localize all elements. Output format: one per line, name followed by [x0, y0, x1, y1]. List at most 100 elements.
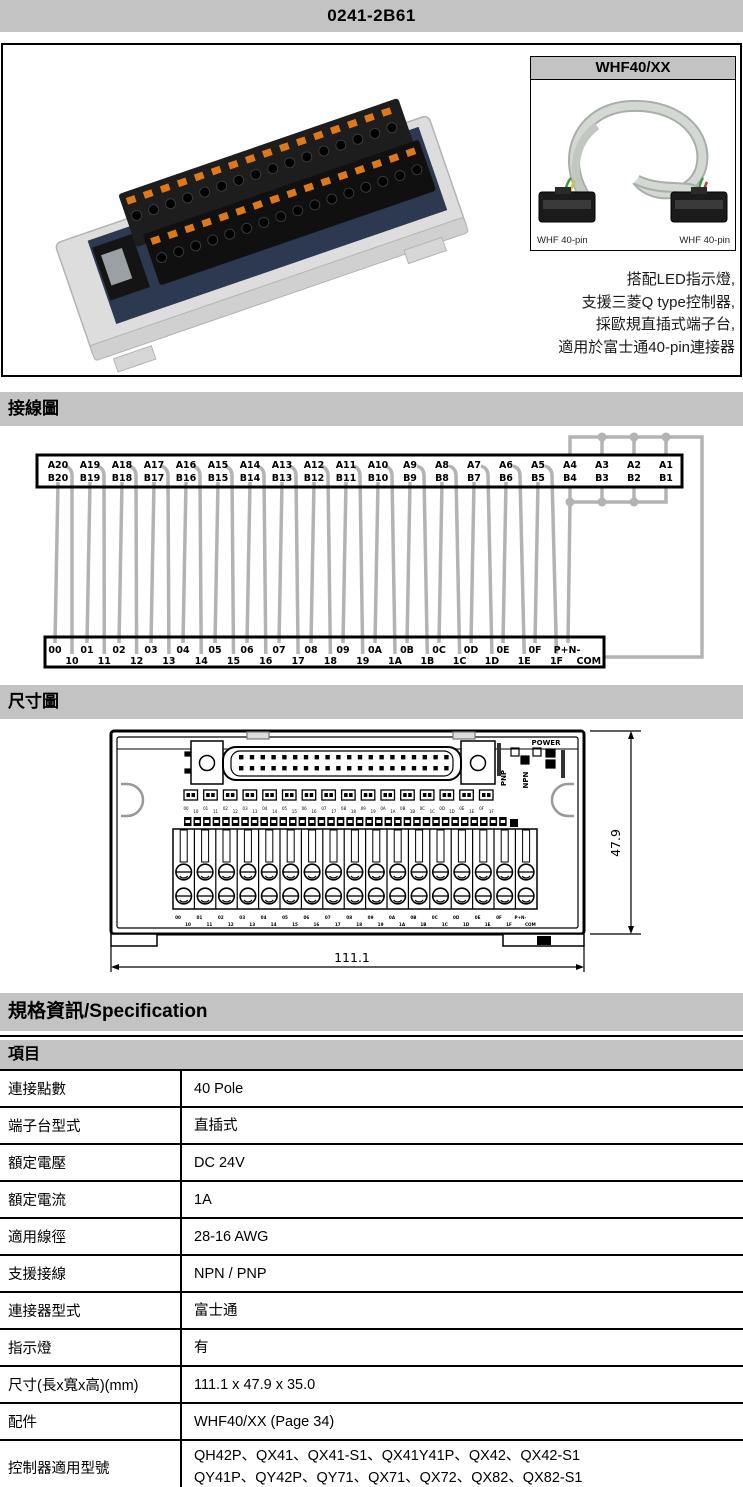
svg-text:1A: 1A: [390, 809, 396, 814]
spec-row-label: 額定電壓: [8, 1156, 66, 1172]
spec-row-value: 有: [180, 1330, 743, 1365]
spec-row-label: 適用線徑: [8, 1230, 66, 1246]
spec-row: 連接點數 40 Pole: [0, 1071, 743, 1108]
svg-text:08: 08: [304, 645, 318, 656]
svg-text:1A: 1A: [399, 922, 406, 927]
svg-text:1C: 1C: [453, 656, 467, 667]
spec-row-value: 1A: [180, 1182, 743, 1217]
svg-text:06: 06: [303, 915, 309, 920]
section-wiring-title: 接線圖: [0, 392, 743, 426]
svg-text:0F: 0F: [496, 915, 502, 920]
svg-text:1B: 1B: [420, 656, 434, 667]
svg-text:B7: B7: [467, 473, 481, 484]
spec-row-value: 40 Pole: [180, 1071, 743, 1106]
svg-text:04: 04: [176, 645, 190, 656]
svg-text:10: 10: [193, 809, 199, 814]
svg-text:02: 02: [223, 806, 229, 811]
svg-text:B5: B5: [531, 473, 545, 484]
svg-text:B19: B19: [80, 473, 100, 484]
svg-text:0E: 0E: [496, 645, 509, 656]
svg-text:0D: 0D: [439, 806, 445, 811]
svg-text:B3: B3: [595, 473, 609, 484]
svg-text:14: 14: [195, 656, 209, 667]
svg-text:0E: 0E: [475, 915, 481, 920]
svg-text:09: 09: [361, 806, 367, 811]
svg-text:B16: B16: [176, 473, 197, 484]
svg-text:0A: 0A: [389, 915, 396, 920]
svg-text:B18: B18: [112, 473, 133, 484]
svg-text:A19: A19: [80, 460, 101, 471]
spec-row: 尺寸(長x寬x高)(mm)111.1 x 47.9 x 35.0: [0, 1367, 743, 1404]
spec-row: 指示燈有: [0, 1330, 743, 1367]
spec-row-value: NPN / PNP: [180, 1256, 743, 1291]
spec-row-value: 富士通: [180, 1293, 743, 1328]
svg-text:11: 11: [213, 809, 219, 814]
spec-row-label: 連接點數: [8, 1082, 66, 1098]
accessory-inset: WHF40/XX: [530, 56, 736, 251]
svg-text:16: 16: [312, 809, 318, 814]
svg-text:16: 16: [313, 922, 319, 927]
spec-row: 端子台型式直插式: [0, 1108, 743, 1145]
svg-text:0E: 0E: [459, 806, 465, 811]
spec-row: 連接器型式富士通: [0, 1293, 743, 1330]
svg-text:02: 02: [218, 915, 224, 920]
section-dimension-title: 尺寸圖: [0, 685, 743, 719]
svg-text:11: 11: [206, 922, 212, 927]
svg-text:A15: A15: [208, 460, 229, 471]
feature-list: 搭配LED指示燈, 支援三菱Q type控制器, 採歐規直插式端子台, 適用於富…: [558, 269, 735, 359]
svg-text:09: 09: [336, 645, 349, 656]
svg-text:A2: A2: [627, 460, 641, 471]
product-overview-box: WHF40/XX: [1, 43, 742, 377]
svg-text:13: 13: [162, 656, 175, 667]
svg-text:B11: B11: [336, 473, 356, 484]
spec-divider: [0, 1035, 743, 1037]
svg-text:06: 06: [302, 806, 308, 811]
svg-text:A20: A20: [48, 460, 69, 471]
svg-text:17: 17: [331, 809, 337, 814]
svg-text:0A: 0A: [368, 645, 383, 656]
svg-text:18: 18: [324, 656, 338, 667]
svg-text:19: 19: [356, 656, 369, 667]
svg-text:17: 17: [291, 656, 304, 667]
svg-text:B14: B14: [240, 473, 261, 484]
svg-text:19: 19: [378, 922, 384, 927]
svg-text:01: 01: [80, 645, 93, 656]
svg-text:A8: A8: [435, 460, 449, 471]
feature-line: 採歐規直插式端子台,: [595, 316, 735, 333]
accessory-photo: WHF 40-pin WHF 40-pin: [530, 80, 736, 251]
svg-text:06: 06: [240, 645, 254, 656]
feature-line: 適用於富士通40-pin連接器: [558, 338, 735, 356]
svg-text:47.9: 47.9: [608, 829, 623, 857]
svg-text:1F: 1F: [489, 809, 495, 814]
svg-text:A7: A7: [467, 460, 481, 471]
accessory-title: WHF40/XX: [530, 56, 736, 80]
svg-text:0B: 0B: [400, 806, 406, 811]
svg-text:15: 15: [227, 656, 240, 667]
svg-text:08: 08: [346, 915, 352, 920]
svg-text:01: 01: [196, 915, 202, 920]
spec-row-label: 控制器適用型號: [8, 1460, 110, 1477]
svg-text:05: 05: [282, 806, 288, 811]
connector-label-right: WHF 40-pin: [679, 235, 730, 246]
svg-text:15: 15: [292, 922, 298, 927]
svg-text:18: 18: [356, 922, 362, 927]
svg-text:1B: 1B: [410, 809, 416, 814]
svg-text:1B: 1B: [420, 922, 426, 927]
svg-text:P+N-: P+N-: [554, 645, 581, 656]
svg-text:B9: B9: [403, 473, 417, 484]
svg-text:0C: 0C: [432, 645, 446, 656]
svg-text:1E: 1E: [485, 922, 491, 927]
svg-text:09: 09: [368, 915, 374, 920]
svg-text:13: 13: [249, 922, 255, 927]
svg-text:B8: B8: [435, 473, 449, 484]
terminal-module-photo: [55, 98, 469, 373]
svg-text:1A: 1A: [388, 656, 403, 667]
svg-text:POWER: POWER: [532, 739, 562, 747]
svg-text:10: 10: [65, 656, 79, 667]
svg-text:16: 16: [259, 656, 273, 667]
